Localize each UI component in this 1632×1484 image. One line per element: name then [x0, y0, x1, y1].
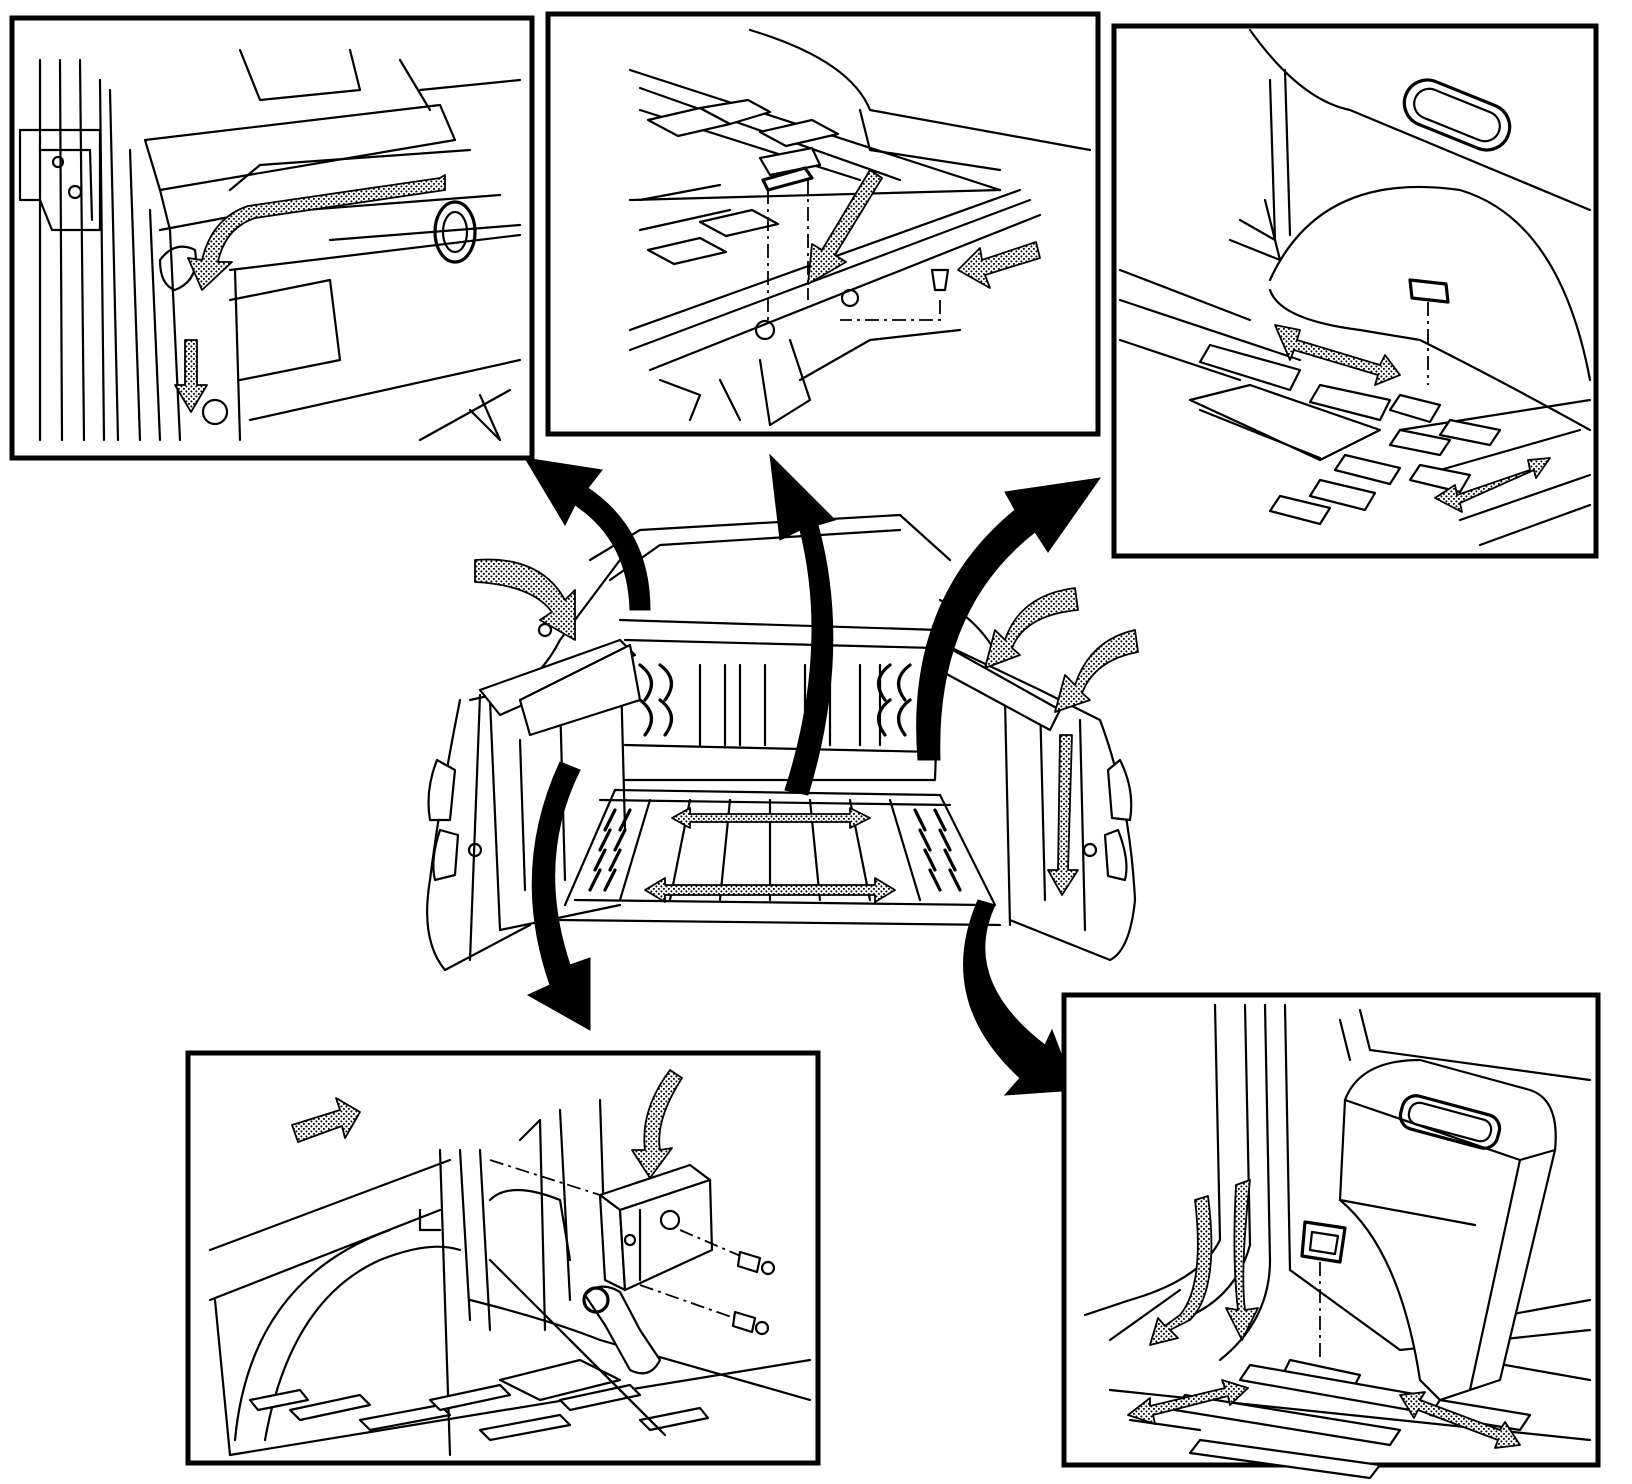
- detail-view-bottom-right: [1061, 992, 1601, 1480]
- stippled-arrow-icon: [174, 339, 208, 413]
- solid-curved-arrow-icon: [526, 761, 591, 1031]
- solid-curved-arrow-icon: [524, 457, 651, 611]
- stippled-arrow-icon: [631, 1069, 683, 1179]
- detail-view-bottom-left: [185, 1050, 821, 1466]
- stippled-arrow-icon: [474, 558, 576, 641]
- stippled-arrow-icon: [1149, 1195, 1213, 1346]
- callout-arrows: [524, 453, 1102, 1096]
- detail-view-top-right: [1111, 23, 1599, 559]
- stippled-arrow-icon: [1047, 734, 1079, 896]
- solid-curved-arrow-icon: [963, 899, 1076, 1096]
- solid-curved-arrow-icon: [916, 477, 1102, 761]
- double-headed-arrow-icon: [1399, 1391, 1521, 1449]
- double-headed-arrow-icon: [1434, 457, 1551, 513]
- stippled-arrow-icon: [984, 587, 1079, 669]
- detail-view-top-left: [9, 15, 535, 461]
- solid-curved-arrow-icon: [769, 453, 836, 796]
- double-headed-arrow-icon: [1274, 324, 1401, 386]
- double-headed-arrow-icon: [1127, 1379, 1249, 1425]
- stippled-arrow-icon: [291, 1097, 361, 1143]
- stippled-arrow-icon: [1054, 629, 1139, 713]
- stippled-arrow-icon: [187, 174, 446, 291]
- stippled-arrow-icon: [957, 241, 1041, 289]
- detail-view-top-center: [545, 11, 1101, 437]
- stippled-arrow-icon: [807, 169, 883, 285]
- double-headed-arrow-icon: [671, 807, 871, 829]
- stippled-arrow-icon: [1225, 1179, 1259, 1341]
- double-headed-arrow-icon: [644, 877, 896, 903]
